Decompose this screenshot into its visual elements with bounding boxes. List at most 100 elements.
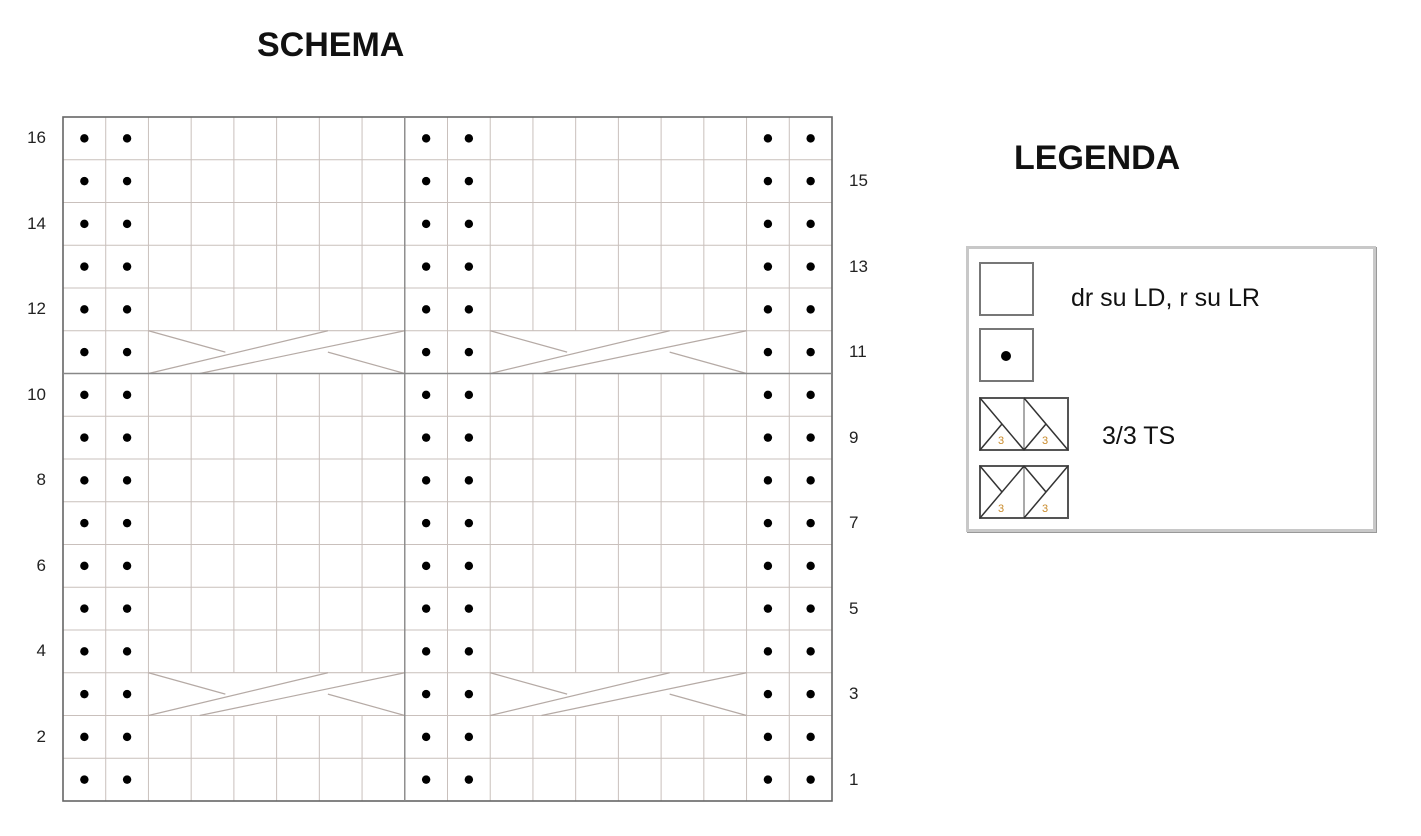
purl-dot [464,518,474,528]
purl-dot [763,604,773,613]
cable-line [148,330,329,375]
purl-dot [464,433,474,442]
purl-dot [421,390,431,400]
purl-dot [763,390,773,400]
purl-dot [464,604,474,613]
purl-dot [421,262,431,271]
purl-dot [763,433,773,442]
purl-dot [763,219,773,229]
purl-dot [122,262,132,271]
purl-dot [464,561,474,571]
legend-label-knit: dr su LD, r su LR [1071,284,1260,312]
purl-dot [80,347,89,357]
purl-dot [421,347,431,357]
purl-dot [763,775,773,784]
purl-dot [122,476,132,485]
purl-dot [80,433,89,442]
cable-line [490,330,568,353]
purl-dot [122,305,132,314]
purl-dot [806,689,815,699]
purl-dot [806,347,815,357]
purl-dot [122,390,132,400]
purl-dot [806,433,815,442]
purl-dot [464,390,474,400]
purl-dot [806,134,815,143]
cable-line [669,693,747,717]
cable-line [148,672,329,717]
purl-dot [763,262,773,271]
purl-dot [464,219,474,229]
cable-line [541,330,747,375]
row-number-right: 7 [849,513,859,533]
purl-dot [806,262,815,271]
purl-dot [122,347,132,357]
purl-dot [763,561,773,571]
purl-dot [421,134,431,143]
purl-dot [806,647,815,656]
purl-dot [806,561,815,571]
cable-cell [489,330,748,374]
row-number-left: 2 [36,726,46,746]
row-number-left: 12 [27,299,46,319]
purl-dot [806,390,815,400]
cable-cell [147,330,406,374]
purl-dot [122,689,132,699]
cable-line [199,330,405,375]
purl-dot [763,518,773,528]
purl-dot [80,518,89,528]
purl-dot [80,219,89,229]
purl-dot [80,604,89,613]
purl-dot [464,732,474,742]
row-number-left: 8 [36,470,46,490]
legend-title: LEGENDA [1014,139,1181,177]
purl-dot [421,433,431,442]
purl-dot [122,176,132,186]
cable-cell [147,672,406,716]
purl-dot [122,775,132,784]
purl-dot [80,176,89,186]
purl-dot [806,305,815,314]
purl-dot [763,347,773,357]
purl-dot [763,134,773,143]
purl-dot [806,775,815,784]
purl-dot [421,176,431,186]
row-number-left: 14 [27,213,46,233]
purl-dot [122,219,132,229]
purl-dot [806,604,815,613]
purl-dot [80,476,89,485]
purl-dot [122,433,132,442]
purl-dot [464,305,474,314]
purl-dot [464,134,474,143]
row-number-right: 13 [849,256,868,276]
purl-dot [122,647,132,656]
cable-line [669,351,747,375]
purl-dot [80,732,89,742]
purl-dot [421,732,431,742]
purl-dot [464,775,474,784]
purl-dot [464,262,474,271]
row-number-left: 6 [36,555,46,575]
cable-line [490,672,568,695]
purl-dot [122,134,132,143]
schema-title: SCHEMA [257,26,405,64]
cable-line [490,330,670,375]
purl-dot [464,176,474,186]
purl-dot [464,647,474,656]
purl-dot [80,689,89,699]
cable-line [148,330,226,353]
row-number-right: 9 [849,427,859,447]
legend-box [966,246,1376,532]
purl-dot [421,305,431,314]
purl-dot [122,732,132,742]
purl-dot [80,647,89,656]
row-number-right: 1 [849,769,859,789]
purl-dot [464,347,474,357]
purl-dot [80,775,89,784]
purl-dot [122,518,132,528]
purl-dot [80,305,89,314]
purl-dot [421,219,431,229]
purl-dot [122,561,132,571]
purl-dot [421,647,431,656]
purl-dot [421,518,431,528]
